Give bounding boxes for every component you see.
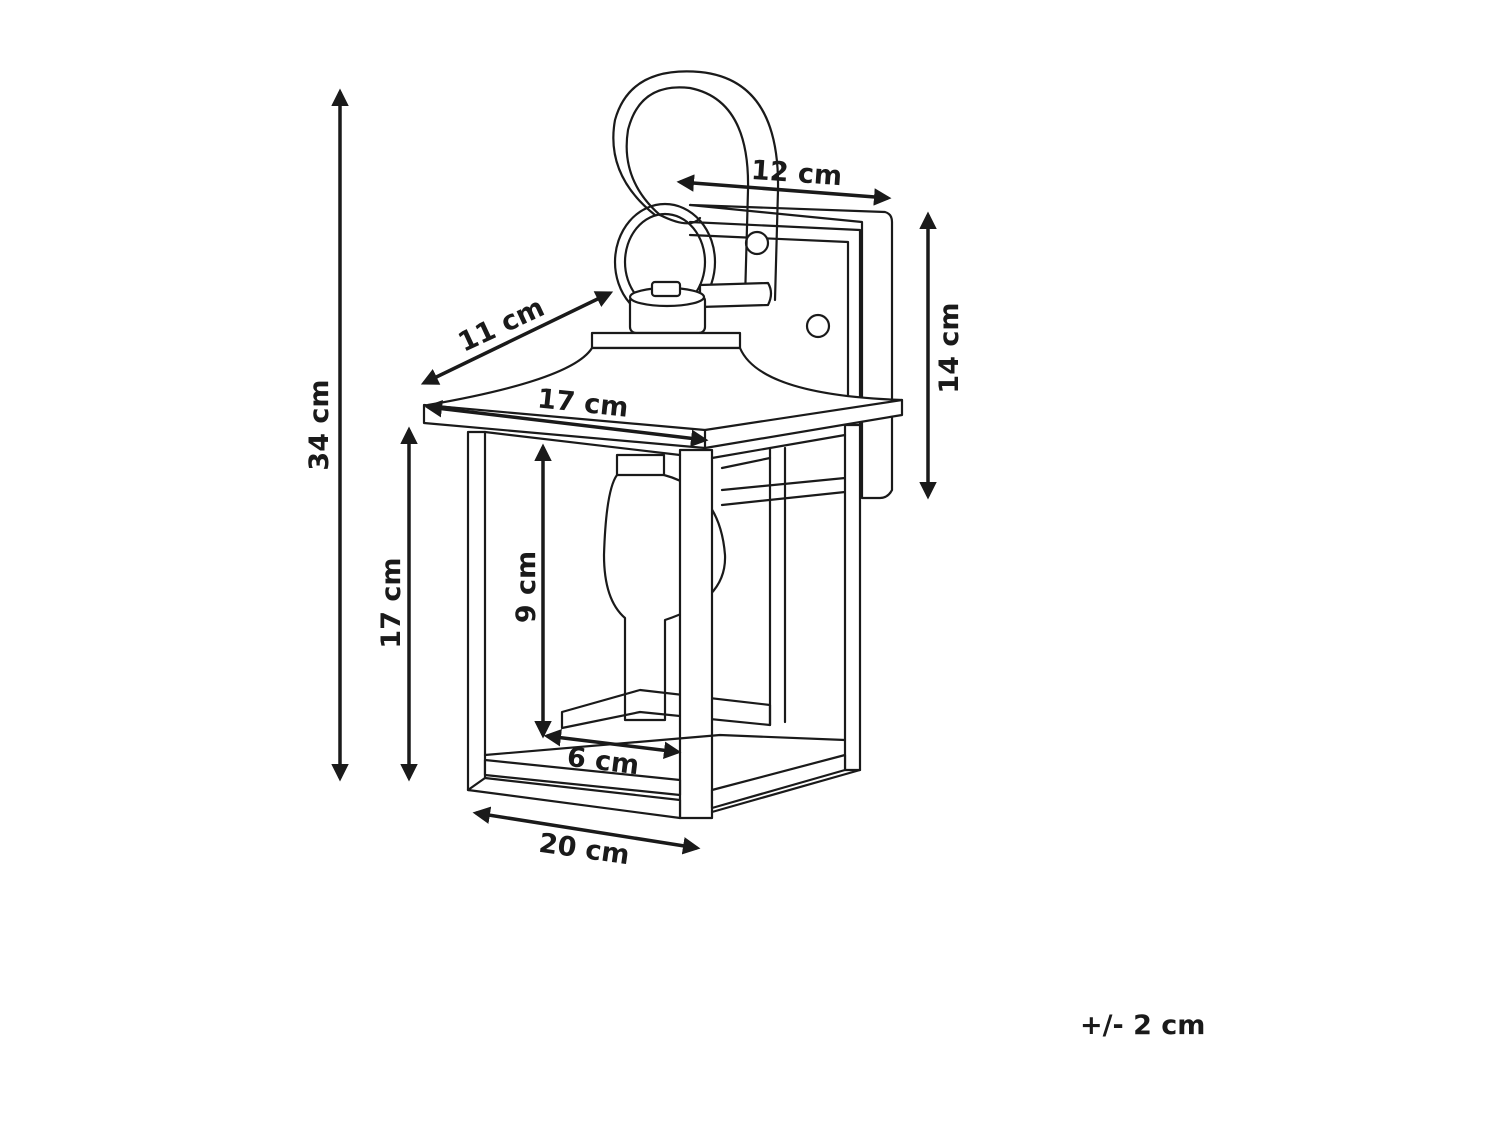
dim-arrow-roof-depth <box>420 291 614 385</box>
label-backplate-height: 14 cm <box>934 302 965 393</box>
label-bracket-projection: 12 cm <box>750 155 843 192</box>
label-glass-height: 17 cm <box>376 557 407 648</box>
hanging-bracket <box>612 70 780 322</box>
lantern-cap <box>590 280 742 350</box>
label-total-height: 34 cm <box>304 379 335 470</box>
dim-arrow-roof-width <box>424 399 709 448</box>
tolerance-note: +/- 2 cm <box>1080 1010 1206 1041</box>
dim-arrow-base-width <box>472 806 701 855</box>
label-bulb-height: 9 cm <box>511 551 542 623</box>
dim-arrow-base-depth <box>543 729 682 759</box>
dim-arrow-bracket-projection <box>676 174 892 206</box>
lantern-frame <box>466 423 862 820</box>
label-roof-depth: 11 cm <box>454 292 550 359</box>
